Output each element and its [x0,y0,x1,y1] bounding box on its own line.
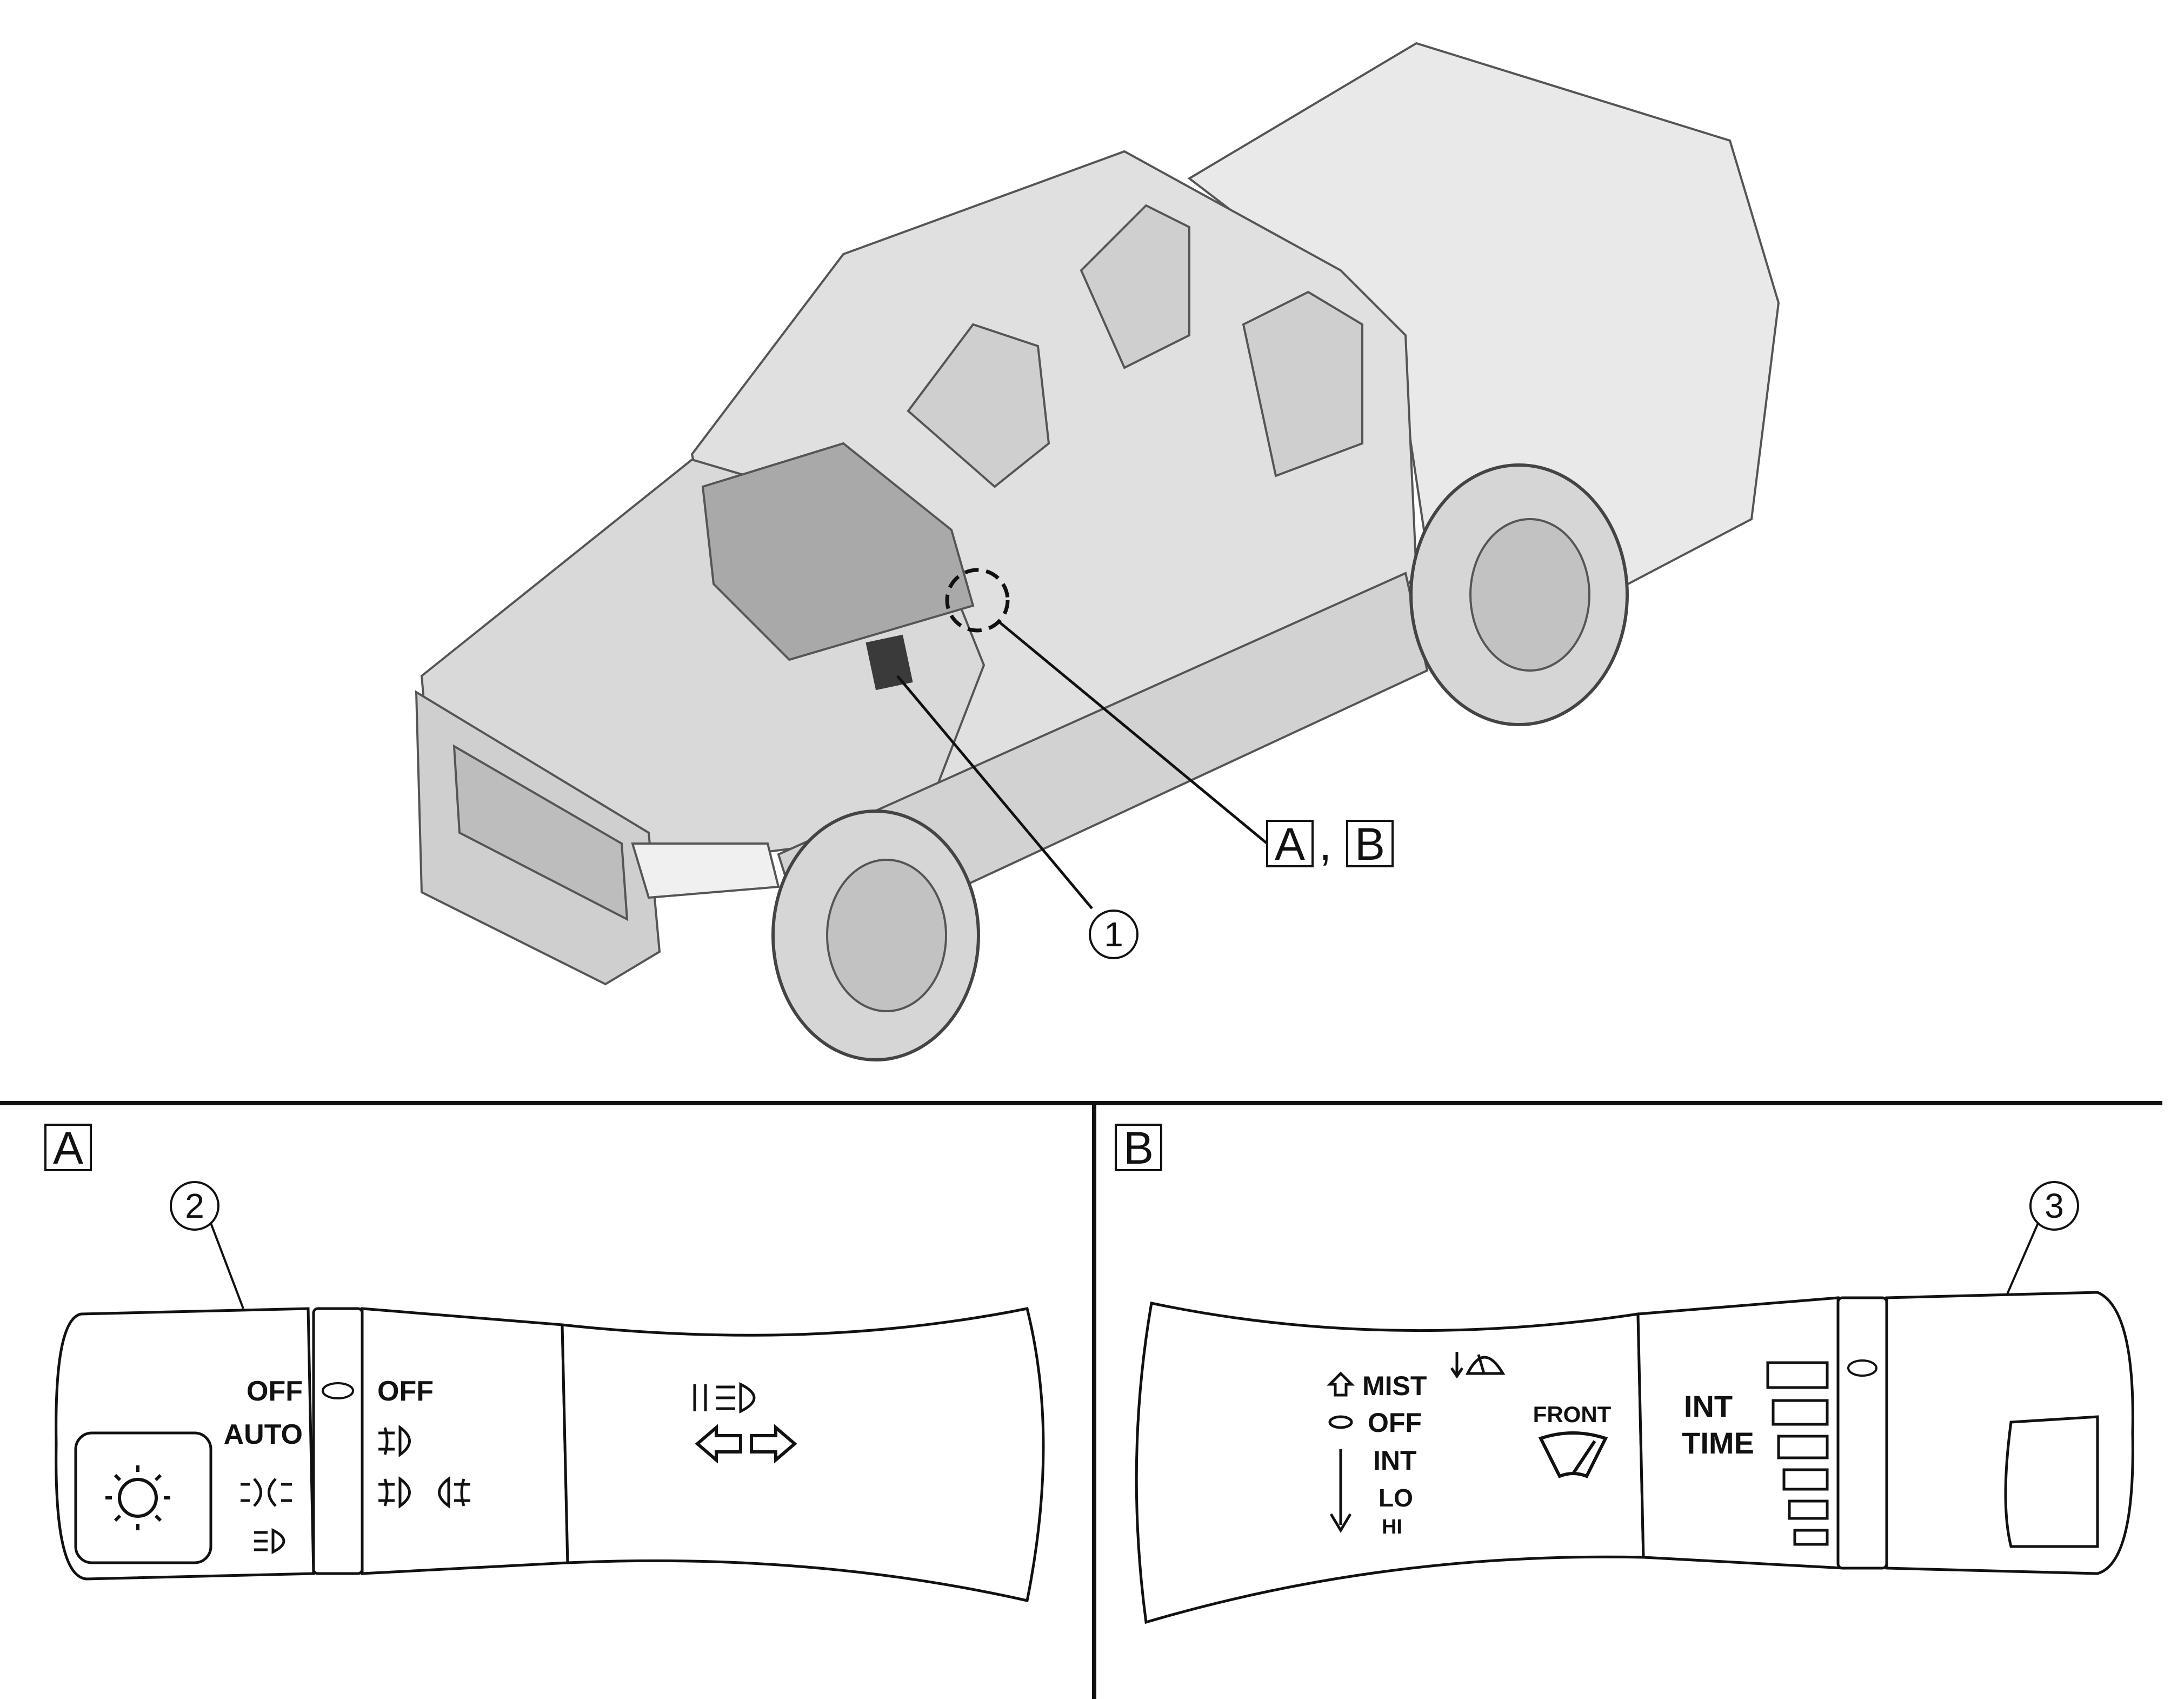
leader-line-1 [896,675,1093,910]
washer-icon [1450,1352,1506,1379]
location-label-b: B [1355,819,1385,870]
wiper-lo-label: LO [1379,1484,1413,1512]
leader-line-ab [998,621,1268,845]
wiper-int-label: INT [1373,1445,1417,1476]
switch-location-circle [945,568,1010,633]
control-module [865,634,913,691]
parking-light-icon [241,1478,292,1507]
callout-3-circle [2029,1181,2079,1231]
panel-a-box [44,1124,92,1171]
callout-1: 1 [1104,915,1123,954]
light-off-label: OFF [247,1376,303,1407]
light-auto-label: AUTO [224,1419,303,1450]
truck-illustration [415,42,1780,986]
fog-off-label: OFF [377,1376,434,1407]
vehicle-overview: A , B 1 [415,42,1780,1061]
wiper-hi-label: HI [1382,1516,1402,1538]
front-fog-icon-2 [378,1476,411,1509]
wheel-rear [1409,463,1629,726]
callout-1-circle [1089,910,1138,959]
callout-2-circle [170,1181,219,1231]
panel-b: B 3 MIST [1115,1123,2134,1624]
time-label: TIME [1682,1426,1754,1460]
callout-2: 2 [185,1186,204,1225]
front-fog-icon [378,1425,411,1457]
rear-fog-icon [438,1476,470,1509]
location-box-b [1346,820,1394,867]
wiper-mist-label: MIST [1362,1371,1427,1401]
panel-b-box [1115,1124,1162,1171]
ring-indicator-icon-b [1847,1359,1877,1377]
front-label: FRONT [1533,1402,1612,1427]
wheel-front [771,809,980,1061]
callout-3: 3 [2045,1186,2064,1225]
ring-indicator-icon [322,1382,354,1399]
location-label-a: A [1275,819,1305,870]
panel-b-letter: B [1123,1123,1154,1173]
windshield-wiper-icon [1538,1431,1608,1478]
callout-2-leader [210,1223,244,1309]
headlamp-icon [254,1528,285,1555]
location-box-a [1266,820,1314,867]
high-beam-icon [693,1382,756,1414]
wiper-off-label: OFF [1368,1408,1422,1438]
headlight-icon [105,1465,170,1530]
location-label-separator: , [1319,819,1331,870]
turn-signal-right-icon [750,1424,797,1464]
wiper-switch-stalk [1135,1291,2134,1624]
callout-3-leader [2005,1223,2039,1298]
turn-signal-left-icon [695,1424,742,1464]
lighting-switch-stalk [55,1307,1045,1603]
panel-a-letter: A [53,1123,83,1173]
panel-a: A 2 OFF AUTO OFF [44,1123,1045,1603]
wiper-direction-arrows [1326,1371,1355,1533]
int-label: INT [1684,1389,1733,1423]
